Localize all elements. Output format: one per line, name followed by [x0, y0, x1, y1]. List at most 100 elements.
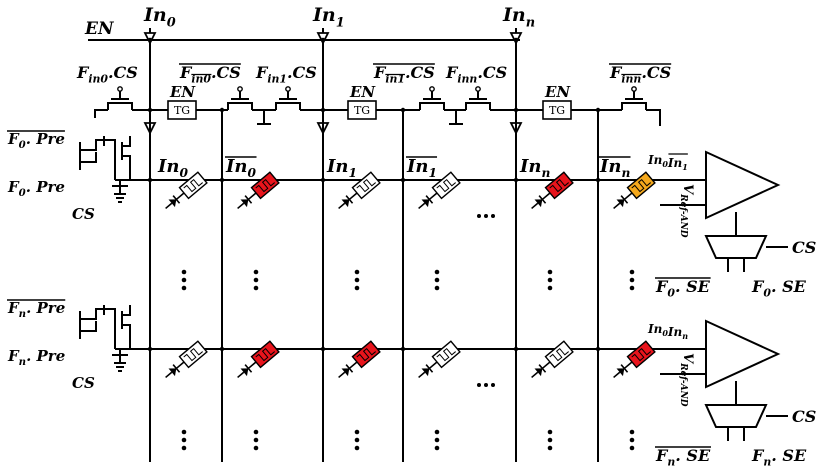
row-1-cell-5-lead — [623, 361, 633, 370]
switch-label-4-base: F — [445, 63, 459, 82]
in1-top-label-base: In — [312, 4, 336, 26]
tg-box — [347, 100, 377, 120]
switch-label-0: Fin0.CS — [76, 63, 138, 85]
column-label-2: In1 — [326, 156, 357, 180]
row-1-vref-base: V — [680, 353, 695, 365]
row-0-cell-2-lead2 — [338, 202, 346, 210]
switch-label-0-sub: in0 — [88, 72, 108, 85]
row-1-cell-1-zigzag — [255, 347, 275, 362]
row-0-cell-4-diode — [534, 199, 543, 208]
row-0-cell-3-diode — [421, 199, 430, 208]
column-vdots — [547, 277, 553, 283]
row-0-cell-2-diode-bar — [345, 195, 354, 204]
column-vdots — [434, 437, 440, 443]
row-1-pre-bar-label-tail: . Pre — [26, 299, 65, 317]
switch-5-body — [621, 102, 647, 110]
row-0-cell-3 — [418, 171, 461, 210]
row-0-se-bar-label-tail: . SE — [675, 277, 711, 296]
row-1-cell-5 — [613, 340, 656, 379]
row-0-junction-dot — [147, 177, 153, 183]
row-1-se-label: Fn. SE — [751, 446, 807, 467]
switch-label-2-base: F — [255, 63, 269, 82]
row-1-se-bar-label-base: F — [655, 446, 669, 465]
column-label-1-base: In — [225, 156, 248, 177]
row-0-cell-5-zigzag — [631, 178, 651, 193]
row-1-cell-4 — [531, 340, 574, 379]
column-vdots — [354, 429, 360, 435]
switch-1-body — [227, 102, 253, 110]
row-0-sense-amp — [705, 150, 781, 220]
row-1-cell-2-diode-bar — [345, 364, 354, 373]
switch-4-body — [465, 102, 491, 110]
row-0-pre-label: F0. Pre — [7, 178, 65, 199]
switch-label-5-sub: inn — [621, 72, 641, 85]
column-vdots — [629, 445, 635, 451]
column-junction-dot — [320, 107, 326, 113]
column-vdots — [434, 269, 440, 275]
switch-label-5: Finn.CS — [609, 63, 671, 85]
row-1-cell-1-diode — [240, 368, 249, 377]
row-0-se-label-base: F — [751, 277, 765, 296]
en-top-label-base: EN — [84, 19, 115, 39]
column-label-3-base: In — [406, 156, 429, 177]
row-0-cell-3-zigzag — [436, 178, 456, 193]
row-1-cell-2-lead2 — [338, 371, 346, 379]
column-vdots — [181, 437, 187, 443]
tg-label: TG — [354, 104, 370, 117]
row-0-cell-1-diode-bar — [244, 195, 253, 204]
switch-label-4: Finn.CS — [445, 63, 507, 85]
row-0-junction-dot — [513, 177, 519, 183]
row-1-pre-bar-label-sub: n — [19, 308, 26, 320]
switch-label-2: Fin1.CS — [255, 63, 317, 85]
row-0-se-label-tail: . SE — [771, 277, 807, 296]
column-label-0: In0 — [157, 156, 189, 180]
switch-label-0-tail: .CS — [108, 63, 138, 82]
switch-label-3-sub: in1 — [385, 72, 405, 85]
row-1-junction-dot — [400, 346, 406, 352]
in1-top-label: In1 — [312, 4, 345, 30]
row-0-pre-top — [122, 136, 131, 147]
column-junction-dot — [219, 107, 225, 113]
row-1-cell-5-zigzag — [631, 347, 651, 362]
row-0-junction-dot — [595, 177, 601, 183]
row-1-cell-0-zigzag — [183, 347, 203, 362]
row-1-pre-label-tail: . Pre — [26, 347, 65, 365]
row-0-vref-sub: Ref-AND — [678, 193, 688, 238]
column-vdots — [629, 277, 635, 283]
row-1-pre-label-sub: n — [19, 356, 26, 368]
in1-top-label-sub: 1 — [336, 15, 345, 30]
row-0-junction-dot — [400, 177, 406, 183]
row-0-cell-3-lead2 — [418, 202, 426, 210]
inn-top-label: Inn — [502, 4, 535, 30]
tg-box — [542, 100, 572, 120]
row-1-vref-label: VRef-AND — [678, 353, 695, 407]
row-1-sense-amp — [705, 319, 781, 389]
column-label-5-base: In — [599, 156, 622, 177]
row-1-cell-4-diode-bar — [538, 364, 547, 373]
column-junction-dot — [513, 107, 519, 113]
column-junction-dot — [147, 107, 153, 113]
column-vdots — [181, 445, 187, 451]
row-0-se-label: F0. SE — [751, 277, 807, 299]
row-1-cell-2-diode — [341, 368, 350, 377]
column-vdots — [354, 269, 360, 275]
column-vdots — [253, 285, 259, 291]
in0-top-label-sub: 0 — [167, 15, 176, 30]
tg-en-label: EN — [349, 83, 376, 101]
row-0-cell-5-lead — [623, 192, 633, 201]
row-1-cell-3-diode-bar — [425, 364, 434, 373]
row-1-cell-1 — [237, 340, 280, 379]
switch-label-3: Fin1.CS — [373, 63, 435, 85]
row-1-pre-label: Fn. Pre — [7, 347, 65, 368]
tg-en-label-base: EN — [544, 83, 571, 101]
column-vdots — [181, 429, 187, 435]
switch-3-body — [419, 102, 445, 110]
column-vdots — [354, 445, 360, 451]
row-1-cell-0 — [165, 340, 208, 379]
sw-line — [646, 109, 661, 126]
row-0-pre-bar-label: F0. Pre — [7, 130, 65, 151]
column-label-4-sub: n — [542, 166, 551, 180]
row-0-cell-4-lead2 — [531, 202, 539, 210]
column-vdots — [547, 445, 553, 451]
